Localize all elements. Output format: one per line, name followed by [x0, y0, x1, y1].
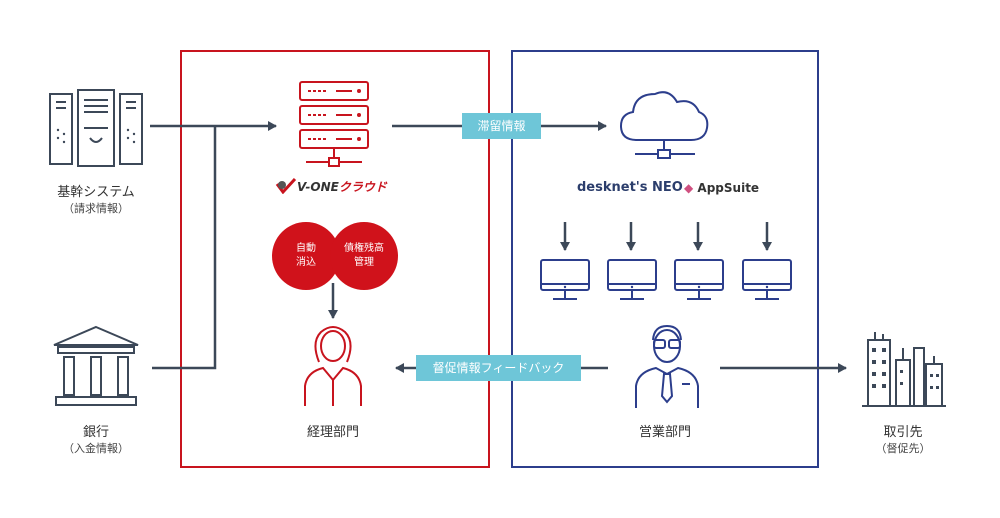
auto-reconcile-circle: 自動 消込	[272, 222, 340, 290]
monitor-icon	[607, 259, 657, 300]
buildings-icon	[862, 332, 946, 407]
sales-system-frame	[511, 50, 819, 468]
vone-logo-mark-icon	[275, 177, 297, 195]
bank-sub: （入金情報）	[63, 442, 129, 455]
appsuite-logo-text: AppSuite	[697, 181, 760, 195]
monitor-icon	[742, 259, 792, 300]
cloud-network-icon	[619, 91, 709, 159]
vone-logo-prefix: V-ONE	[297, 180, 339, 194]
vone-server-icon	[299, 81, 369, 167]
monitor-icon	[674, 259, 724, 300]
desknets-neo-logo: desknet's NEO	[577, 180, 683, 195]
accounting-person-icon	[304, 326, 362, 406]
bank-icon	[53, 325, 139, 406]
kikan-label: 基幹システム	[57, 185, 135, 200]
receivable-balance-circle: 債権残高 管理	[330, 222, 398, 290]
monitor-icon	[540, 259, 590, 300]
vone-cloud-logo: V-ONEクラウド	[275, 177, 387, 195]
server-rack-icon	[49, 89, 143, 167]
bank-connector	[152, 126, 217, 370]
vone-logo-suffix: クラウド	[338, 180, 387, 194]
bank-label: 銀行	[82, 425, 109, 440]
accounting-system-frame	[180, 50, 490, 468]
stagnant-info-tag: 滞留情報	[462, 113, 541, 139]
client-label: 取引先	[883, 425, 923, 440]
accounting-dept-label: 経理部門	[306, 425, 359, 440]
client-sub: （督促先）	[875, 442, 931, 455]
appsuite-logo: ◆ AppSuite	[684, 181, 759, 195]
sales-dept-label: 営業部門	[638, 425, 691, 440]
kikan-sub: （請求情報）	[63, 202, 129, 215]
appsuite-logo-icon: ◆	[684, 181, 694, 195]
dunning-feedback-tag: 督促情報フィードバック	[416, 355, 581, 381]
sales-person-icon	[635, 324, 699, 408]
